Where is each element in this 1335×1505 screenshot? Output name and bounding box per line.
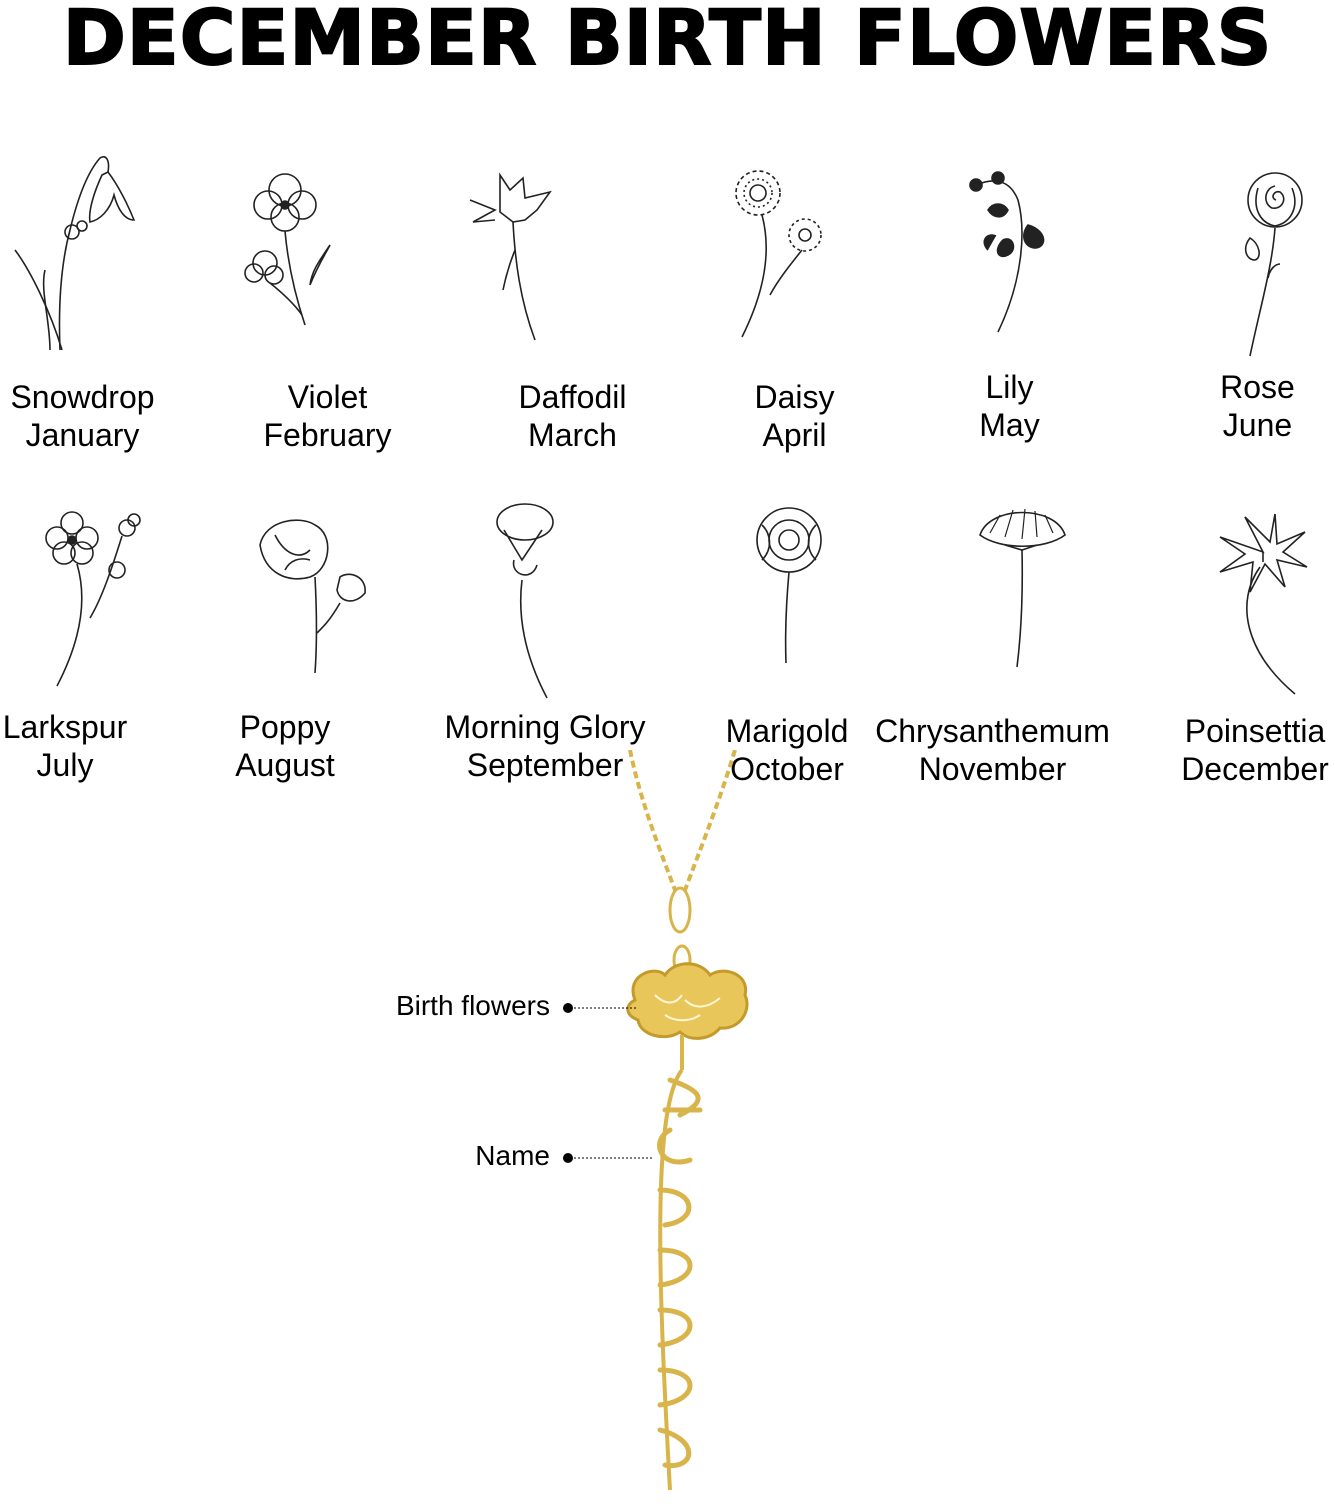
flower-name: Poinsettia	[1184, 713, 1326, 749]
name-callout-line	[563, 1153, 652, 1163]
poinsettia-flower-sketch-icon	[1215, 512, 1310, 697]
flower-month: June	[1222, 407, 1293, 443]
snowdrop-flower-sketch-icon	[10, 150, 140, 355]
gold-birth-flower-name-necklace-icon	[560, 749, 760, 1505]
morning-glory-flower-sketch-icon	[492, 500, 562, 700]
marigold-flower-sketch-icon	[752, 505, 827, 665]
flower-month: September	[466, 747, 624, 783]
flower-month: October	[730, 751, 844, 787]
violet-flower-sketch-icon	[240, 165, 340, 330]
flower-name: Violet	[287, 379, 368, 415]
birth-flowers-callout-label: Birth flowers	[395, 990, 550, 1021]
flower-month: December	[1181, 751, 1329, 787]
birth-flowers-callout-line	[563, 1003, 638, 1013]
larkspur-flower-sketch-icon	[42, 508, 147, 688]
flower-month: August	[235, 747, 335, 783]
daisy-flower-sketch-icon	[730, 165, 830, 340]
chrysanthemum-flower-sketch-icon	[975, 505, 1070, 670]
lily-flower-sketch-icon	[968, 170, 1063, 335]
flower-month: January	[25, 417, 140, 453]
flower-name: Snowdrop	[10, 379, 155, 415]
name-callout-label: Name	[475, 1140, 550, 1171]
flower-name: Chrysanthemum	[875, 713, 1110, 749]
poppy-flower-sketch-icon	[255, 515, 370, 675]
flower-name: Rose	[1220, 369, 1295, 405]
flower-name: Larkspur	[2, 709, 128, 745]
flower-name: Daffodil	[518, 379, 627, 415]
flower-month: July	[36, 747, 94, 783]
flower-month: February	[263, 417, 392, 453]
flower-month: November	[918, 751, 1067, 787]
flower-month: March	[528, 417, 617, 453]
flower-month: April	[762, 417, 827, 453]
flower-month: May	[979, 407, 1040, 443]
flower-name: Lily	[985, 369, 1034, 405]
flower-name: Daisy	[754, 379, 835, 415]
page-title: DECEMBER BIRTH FLOWERS	[62, 0, 1273, 82]
rose-flower-sketch-icon	[1230, 168, 1315, 358]
daffodil-flower-sketch-icon	[465, 170, 565, 345]
flower-name: Marigold	[725, 713, 849, 749]
flower-name: Poppy	[239, 709, 331, 745]
flower-name: Morning Glory	[444, 709, 646, 745]
